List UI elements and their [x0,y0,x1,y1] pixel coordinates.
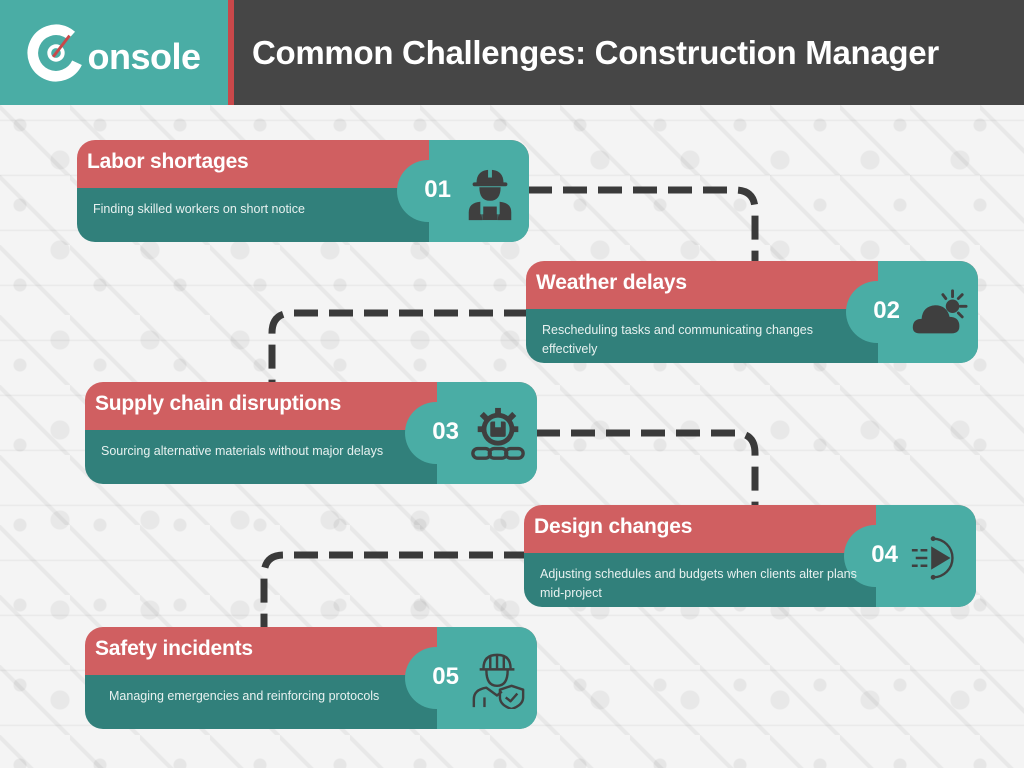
logo: onsole [0,0,228,105]
construction-worker-icon [468,167,512,221]
challenge-description: Sourcing alternative materials without m… [101,444,384,458]
connector-03-04 [536,429,759,506]
fast-forward-play-icon [911,536,954,580]
cloud-sun-icon [912,289,968,334]
challenge-number: 03 [432,418,459,445]
challenge-number: 04 [871,541,898,568]
logo-text: onsole [87,35,201,77]
challenge-description: Rescheduling tasks and communicating cha… [542,323,813,356]
challenge-title: Weather delays [536,271,687,294]
challenge-description: Managing emergencies and reinforcing pro… [109,689,380,703]
challenge-card-02: Weather delays Rescheduling tasks and co… [526,261,978,363]
challenge-card-01: Labor shortages Finding skilled workers … [77,140,529,242]
title-bar: Common Challenges: Construction Manager [234,0,1024,105]
connector-02-03 [268,309,528,383]
challenge-description: Finding skilled workers on short notice [93,202,305,216]
console-logo-icon [27,23,86,82]
challenge-title: Labor shortages [87,150,249,173]
challenge-title: Design changes [534,515,693,538]
header: onsole Common Challenges: Construction M… [0,0,1024,105]
challenge-number: 02 [873,297,900,324]
challenge-card-04: Design changes Adjusting schedules and b… [524,505,976,607]
header-divider [228,0,234,105]
challenge-card-03: Supply chain disruptions Sourcing altern… [85,382,537,484]
connector-01-02 [528,186,759,262]
challenge-number: 05 [432,663,459,690]
gear-package-chain-icon [471,407,525,460]
challenge-title: Safety incidents [95,637,253,660]
challenge-title: Supply chain disruptions [95,392,342,415]
page-title: Common Challenges: Construction Manager [252,33,939,71]
challenge-card-05: Safety incidents Managing emergencies an… [85,627,537,729]
connector-04-05 [260,551,528,628]
challenge-description: Adjusting schedules and budgets when cli… [540,567,857,600]
worker-shield-icon [472,653,525,709]
challenge-number: 01 [424,176,451,203]
